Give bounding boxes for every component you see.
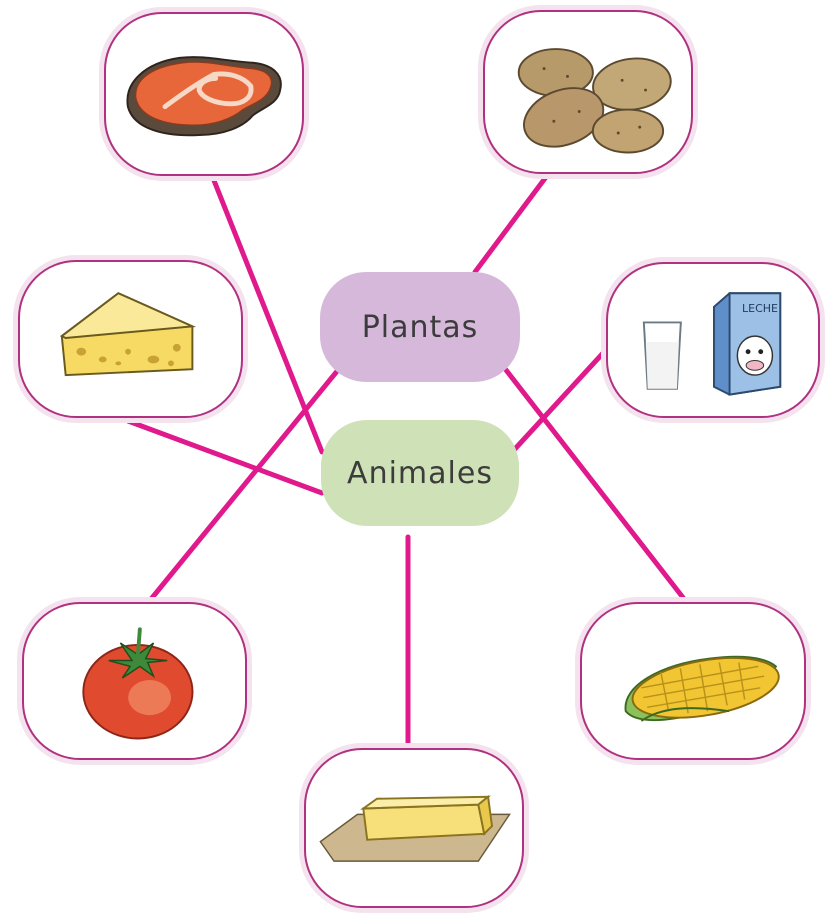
milk-icon [608,264,818,416]
food-card-butter [304,748,524,908]
food-card-corn [580,602,806,760]
butter-icon [306,750,522,906]
cheese-icon [20,262,241,416]
animales-node: Animales [321,420,519,526]
food-card-cheese [18,260,243,418]
plantas-node: Plantas [320,272,520,382]
tomato-icon [24,604,245,758]
connector-cheese-animales [128,421,322,493]
corn-icon [582,604,804,758]
food-card-meat [104,12,304,176]
steak-icon [106,14,302,174]
connector-potato-plantas [475,177,546,272]
milk-carton-label: LECHE [735,302,785,315]
food-card-milk: LECHE [606,262,820,418]
potatoes-icon [485,12,691,172]
food-card-tomato [22,602,247,760]
food-card-potato [483,10,693,174]
